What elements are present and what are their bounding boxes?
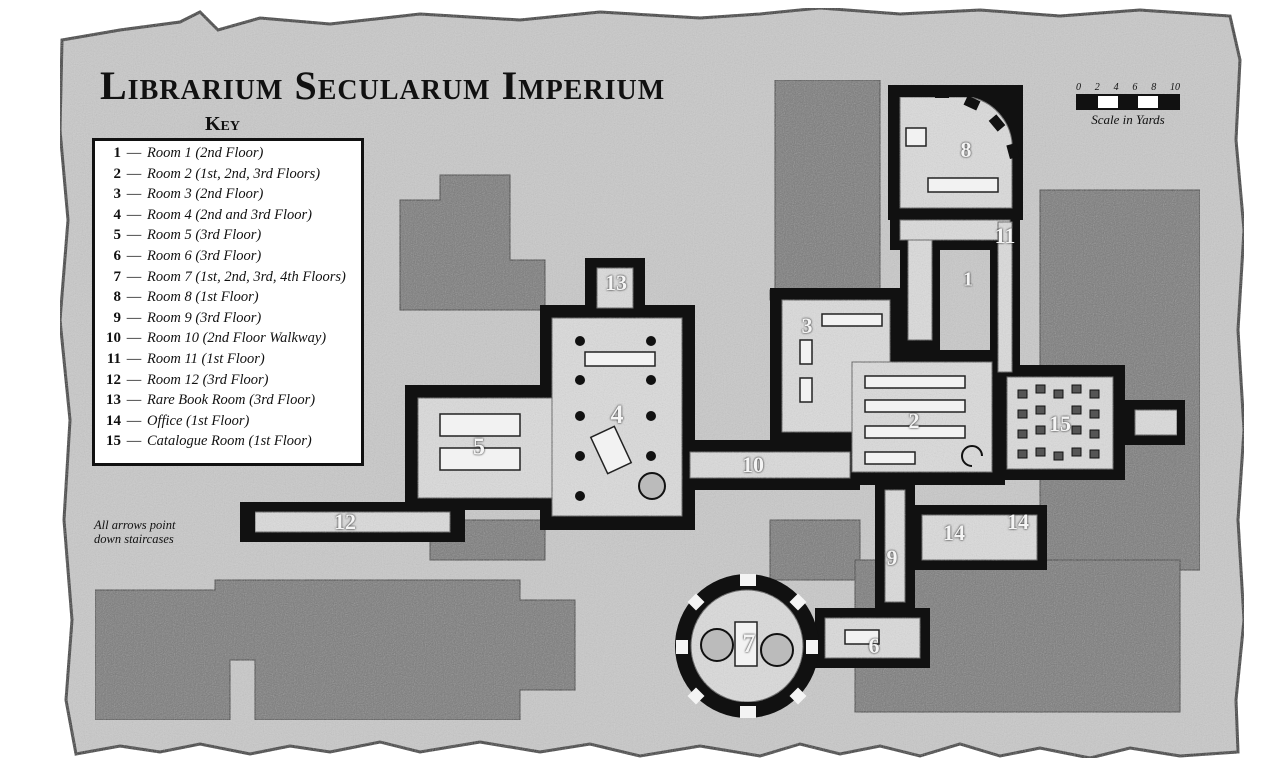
key-dash: — — [126, 371, 142, 388]
room-label-4: 4 — [610, 400, 624, 429]
key-label: Room 11 (1st Floor) — [147, 350, 265, 367]
key-entry: 7— Room 7 (1st, 2nd, 3rd, 4th Floors) — [103, 269, 355, 290]
room-label-1: 1 — [963, 268, 973, 291]
key-heading: Key — [205, 113, 241, 135]
key-entry: 11 — Room 11 (1st Floor) — [103, 351, 355, 372]
key-entry: 14 — Office (1st Floor) — [103, 413, 355, 434]
room-label-13: 13 — [605, 270, 627, 295]
scale-ticks: 0 2 4 6 8 10 — [1076, 82, 1180, 93]
key-dash: — — [126, 206, 142, 223]
key-dash: — — [126, 412, 142, 429]
key-dash: — — [126, 309, 142, 326]
key-label: Office (1st Floor) — [147, 412, 250, 429]
key-label: Catalogue Room (1st Floor) — [147, 433, 312, 450]
room-label-10: 10 — [742, 452, 764, 477]
key-label: Room 2 (1st, 2nd, 3rd Floors) — [147, 165, 321, 182]
room-label-11: 11 — [994, 223, 1016, 248]
room-7-window-gaps — [676, 574, 818, 718]
furniture — [439, 127, 999, 667]
room-label-2: 2 — [908, 408, 920, 433]
key-dash: — — [126, 145, 142, 161]
key-label: Room 12 (3rd Floor) — [147, 371, 269, 388]
staircase-icons — [638, 445, 983, 667]
key-dash: — — [126, 392, 142, 409]
room-label-15: 15 — [1049, 411, 1071, 436]
key-dash: — — [126, 289, 142, 306]
scale-caption: Scale in Yards — [1091, 112, 1165, 127]
key-number: 4 — [113, 206, 122, 223]
scale-tick: 6 — [1132, 82, 1138, 93]
scale-tick: 10 — [1169, 82, 1180, 93]
scale-tick: 8 — [1151, 82, 1157, 93]
key-label: Room 8 (1st Floor) — [147, 289, 259, 306]
scale-tick: 0 — [1076, 82, 1081, 93]
room-label-14-west: 14 — [943, 520, 965, 545]
room-label-5: 5 — [473, 434, 485, 461]
key-number: 2 — [113, 165, 122, 182]
note-line: All arrows point — [94, 518, 176, 532]
key-number: 7 — [113, 268, 122, 285]
key-dash: — — [126, 330, 142, 347]
key-label: Room 5 (3rd Floor) — [147, 227, 262, 244]
key-entry: 1— Room 1 (2nd Floor) — [103, 145, 355, 166]
key-number: 14 — [106, 412, 121, 429]
room-label-3: 3 — [801, 313, 813, 338]
staircase-note: All arrows point down staircases — [94, 518, 176, 546]
key-label: Room 7 (1st, 2nd, 3rd, 4th Floors) — [147, 268, 346, 285]
key-entry: 4— Room 4 (2nd and 3rd Floor) — [103, 207, 355, 228]
key-number: 1 — [113, 145, 122, 161]
key-number: 13 — [106, 392, 121, 409]
room-label-7: 7 — [742, 629, 756, 658]
key-entry: 6— Room 6 (3rd Floor) — [103, 248, 355, 269]
key-dash: — — [126, 165, 142, 182]
key-dash: — — [126, 268, 142, 285]
catalogue-desks — [1017, 384, 1100, 461]
key-number: 9 — [113, 309, 122, 326]
room-label-8: 8 — [960, 137, 972, 162]
key-entry: 5— Room 5 (3rd Floor) — [103, 227, 355, 248]
key-entry: 8— Room 8 (1st Floor) — [103, 289, 355, 310]
key-entry: 9— Room 9 (3rd Floor) — [103, 310, 355, 331]
key-label: Room 4 (2nd and 3rd Floor) — [147, 206, 312, 223]
key-number: 10 — [106, 330, 121, 347]
key-entry: 3— Room 3 (2nd Floor) — [103, 186, 355, 207]
room-8-arc-wall — [935, 88, 1020, 160]
key-entry: 10 — Room 10 (2nd Floor Walkway) — [103, 330, 355, 351]
scale-tick: 2 — [1094, 82, 1100, 93]
key-entry: 12 — Room 12 (3rd Floor) — [103, 372, 355, 393]
key-number: 8 — [113, 289, 122, 306]
room-label-6: 6 — [868, 633, 880, 658]
key-dash: — — [126, 186, 142, 203]
key-entry: 2— Room 2 (1st, 2nd, 3rd Floors) — [103, 166, 355, 187]
key-number: 3 — [113, 186, 122, 203]
room-label-12: 12 — [334, 509, 356, 534]
key-dash: — — [126, 433, 142, 450]
room-label-9: 9 — [886, 545, 898, 570]
key-dash: — — [126, 247, 142, 264]
key-label: Room 9 (3rd Floor) — [147, 309, 262, 326]
key-label: Room 3 (2nd Floor) — [147, 186, 264, 203]
note-line: down staircases — [94, 532, 174, 546]
columns — [575, 336, 656, 501]
scale-tick: 4 — [1113, 82, 1119, 93]
map-key: 1—Room 1 (2nd Floor) 2—Room 2 (1st, 2nd,… — [92, 138, 364, 466]
key-entry: 15 — Catalogue Room (1st Floor) — [103, 433, 355, 454]
scale-bar: 0 2 4 6 8 10 Scale in Yards — [1076, 82, 1180, 128]
key-number: 6 — [113, 247, 122, 264]
key-label: Room 10 (2nd Floor Walkway) — [147, 330, 327, 347]
key-label: Room 1 (2nd Floor) — [147, 145, 264, 161]
key-label: Room 6 (3rd Floor) — [147, 247, 262, 264]
room-label-14-east: 14 — [1007, 509, 1029, 534]
key-dash: — — [126, 227, 142, 244]
key-label: Rare Book Room (3rd Floor) — [147, 392, 316, 409]
key-number: 5 — [113, 227, 122, 244]
key-dash: — — [126, 350, 142, 367]
key-number: 12 — [106, 371, 121, 388]
key-number: 15 — [106, 433, 121, 450]
scale-bar-graphic — [1076, 94, 1180, 110]
map-title: Librarium Secularum Imperium — [100, 63, 666, 108]
key-entry: 13 — Rare Book Room (3rd Floor) — [103, 392, 355, 413]
key-number: 11 — [106, 350, 121, 367]
